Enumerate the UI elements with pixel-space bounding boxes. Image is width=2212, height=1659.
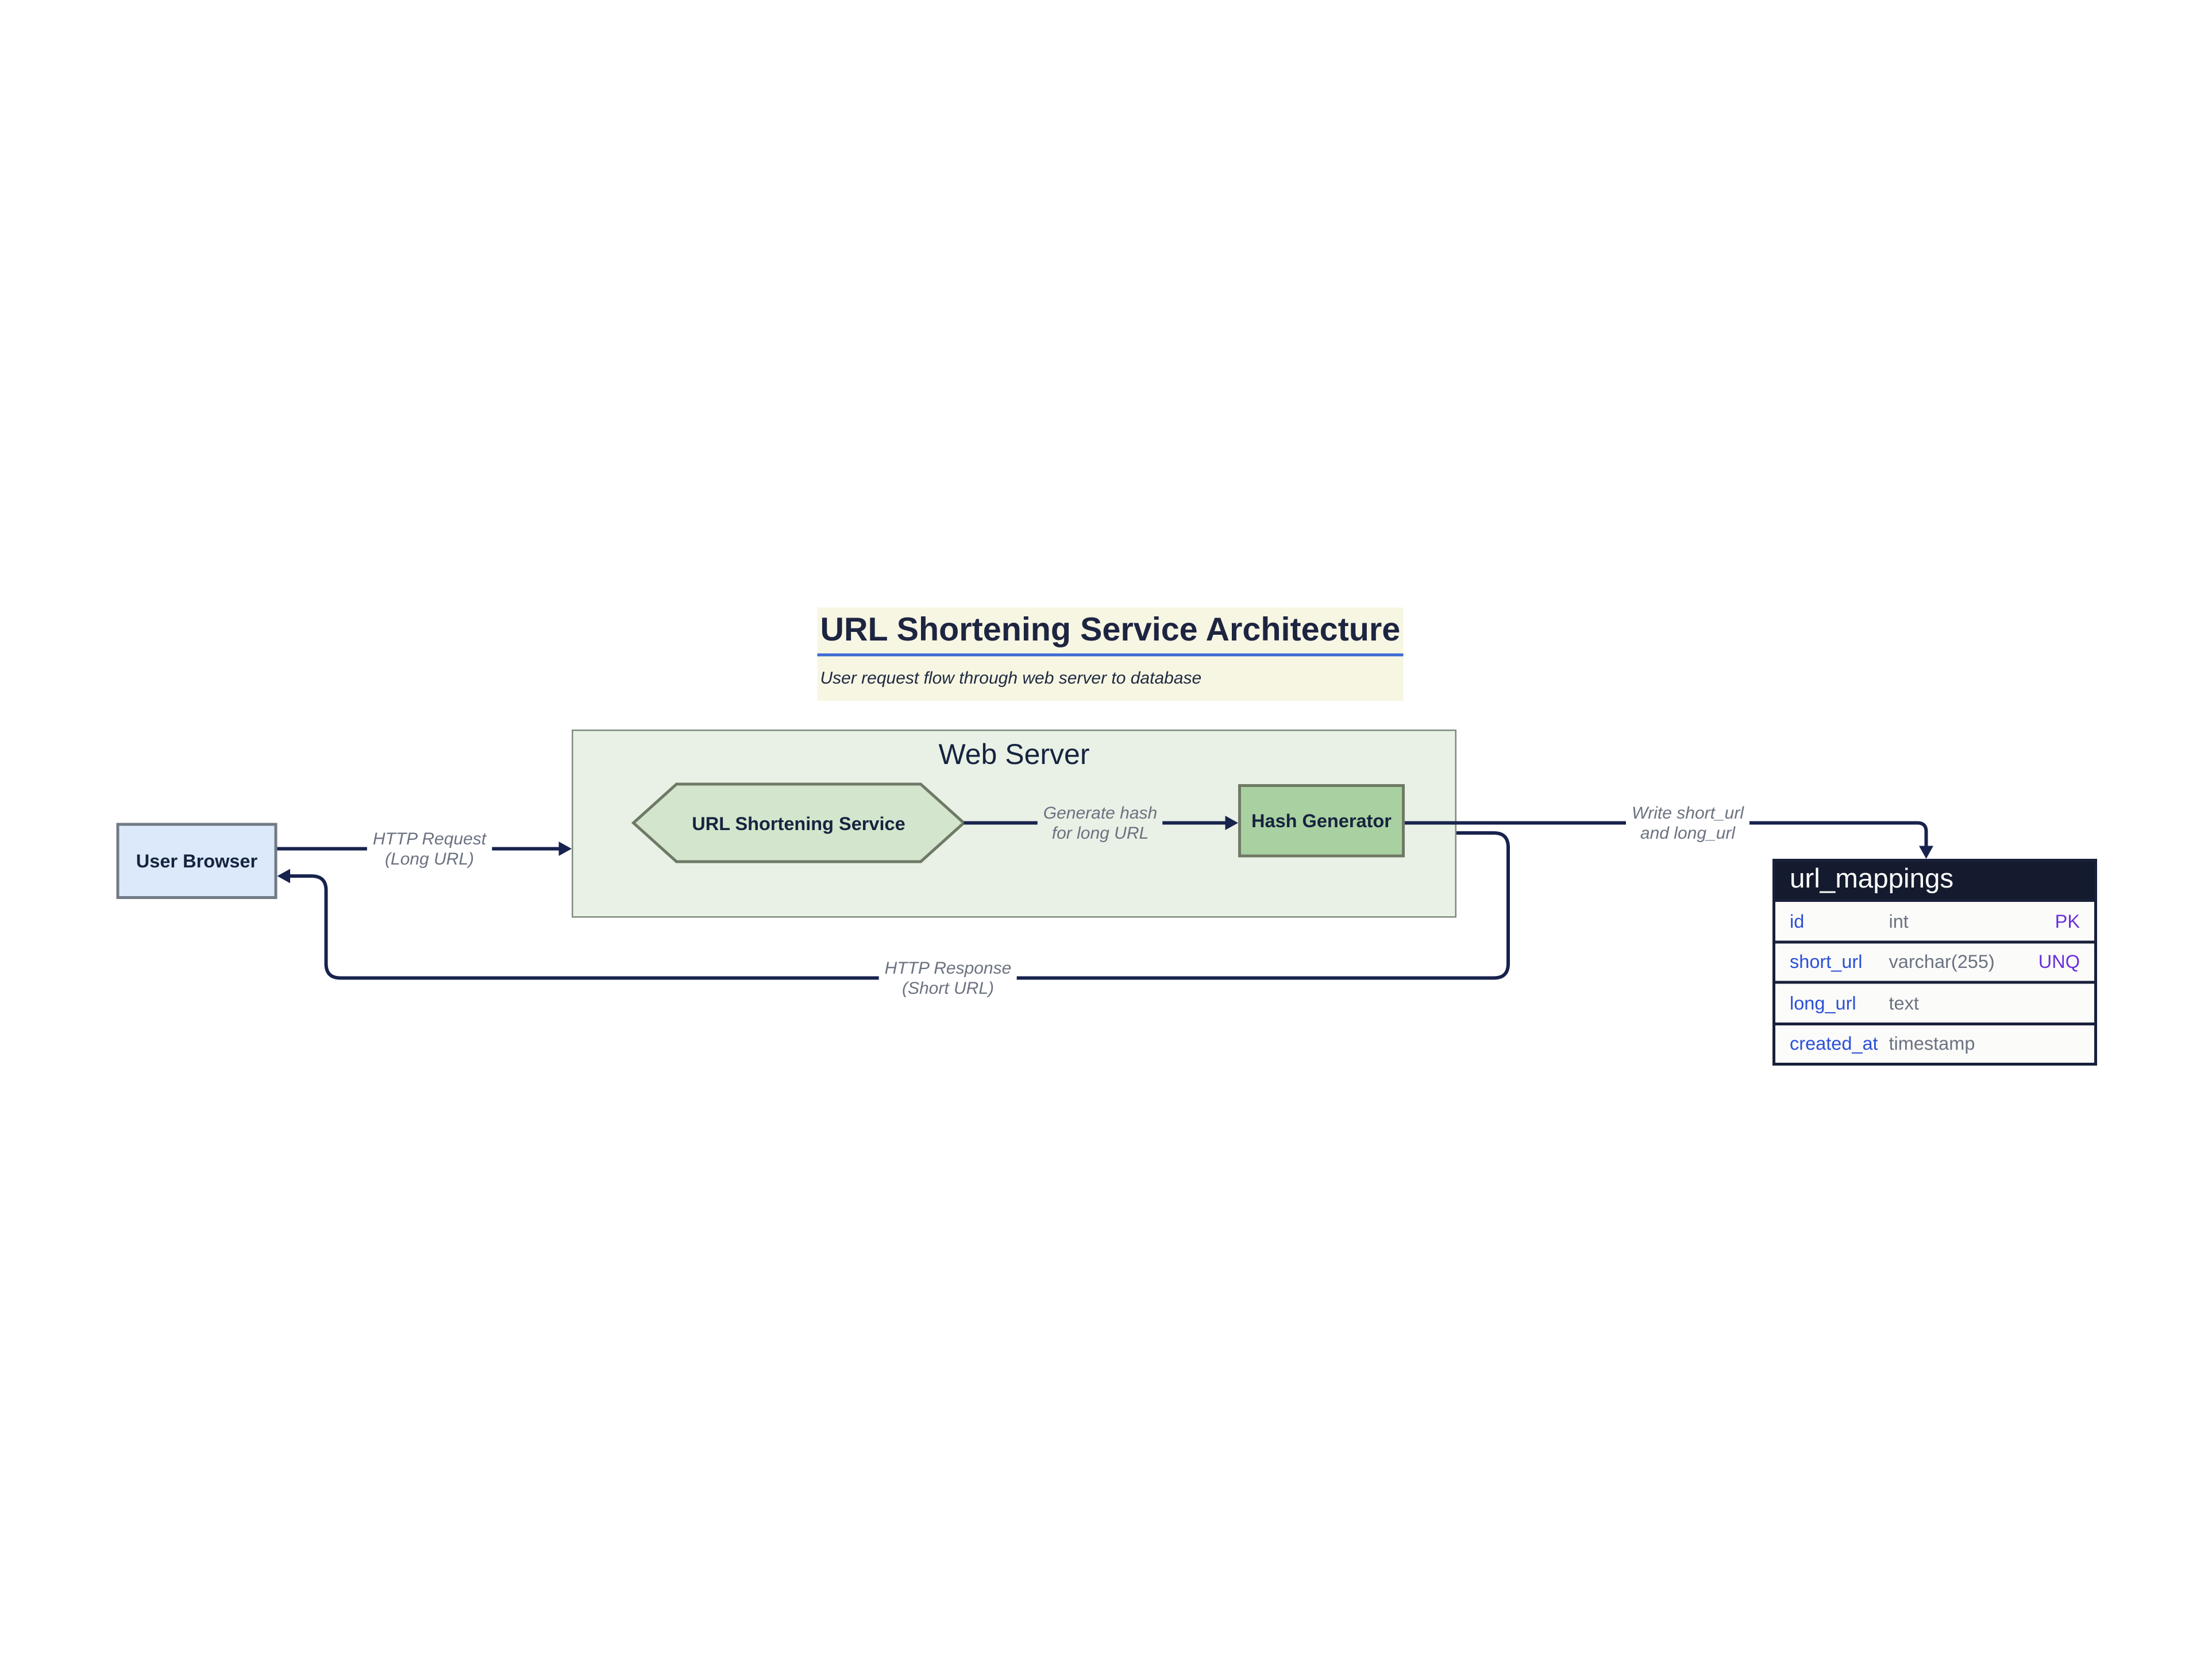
table-row: long_url text — [1775, 981, 2094, 1022]
column-name: created_at — [1790, 1033, 1878, 1055]
column-name: id — [1790, 910, 1805, 932]
table-row: created_at timestamp — [1775, 1021, 2094, 1063]
diagram-title: URL Shortening Service Architecture — [820, 610, 1401, 648]
node-user-browser — [116, 823, 278, 899]
column-type: text — [1889, 991, 1919, 1014]
column-type: timestamp — [1889, 1033, 1975, 1055]
edge-label-http-request: HTTP Request (Long URL) — [367, 828, 492, 869]
edge-label-generate-hash: Generate hash for long URL — [1037, 803, 1163, 843]
edge-label-line: (Long URL) — [384, 848, 475, 869]
table-row: id int PK — [1775, 899, 2094, 940]
entity-url-mappings: url_mappings id int PK short_url varchar… — [1772, 859, 2097, 1066]
diagram-title-block: URL Shortening Service Architecture User… — [817, 607, 1404, 701]
edge-http-request-arrowhead — [558, 842, 572, 856]
edge-label-line: Write short_url — [1631, 803, 1744, 823]
url-shortening-service-label: URL Shortening Service — [692, 812, 905, 834]
edge-label-line: Generate hash — [1043, 803, 1158, 823]
edge-write-mapping-arrowhead — [1919, 846, 1933, 859]
user-browser-label: User Browser — [136, 850, 258, 872]
edge-http-response-arrowhead — [277, 869, 290, 883]
column-name: short_url — [1790, 951, 1863, 973]
column-key: UNQ — [2038, 951, 2080, 973]
edge-label-line: HTTP Request — [372, 828, 487, 849]
entity-header: url_mappings — [1775, 862, 2094, 899]
column-key: PK — [2055, 910, 2080, 932]
column-name: long_url — [1790, 991, 1856, 1014]
column-type: int — [1889, 910, 1909, 932]
edge-label-line: HTTP Response — [884, 958, 1012, 978]
edge-label-http-response: HTTP Response (Short URL) — [878, 958, 1018, 998]
table-row: short_url varchar(255) UNQ — [1775, 940, 2094, 981]
edge-label-write-mapping: Write short_url and long_url — [1625, 803, 1750, 843]
edge-label-line: (Short URL) — [901, 978, 995, 998]
diagram-subtitle: User request flow through web server to … — [820, 668, 1202, 688]
edge-label-line: and long_url — [1640, 823, 1736, 843]
hash-generator-label: Hash Generator — [1251, 810, 1392, 832]
web-server-label: Web Server — [938, 739, 1090, 771]
column-type: varchar(255) — [1889, 951, 1995, 973]
title-divider — [817, 653, 1404, 657]
edge-label-line: for long URL — [1051, 823, 1149, 843]
